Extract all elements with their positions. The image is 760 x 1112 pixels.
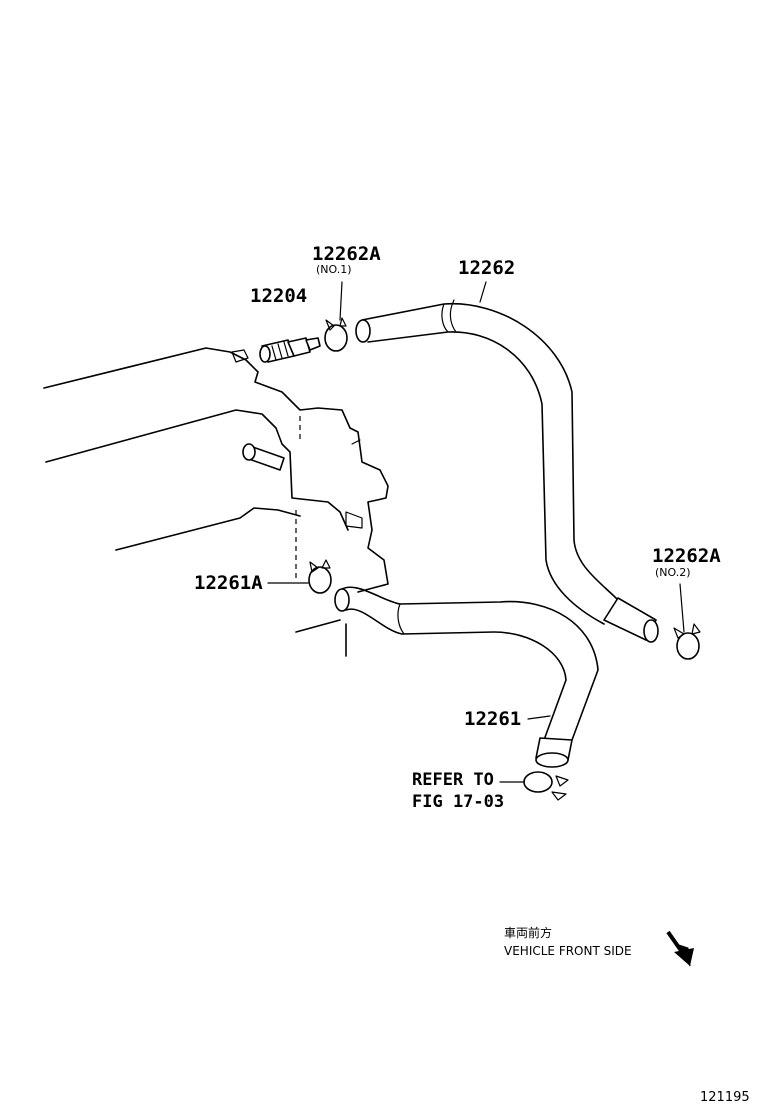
callout-12262a-no2-note: (NO.2) — [655, 566, 691, 579]
hose-clip-12261a — [267, 559, 332, 594]
vehicle-front-en: VEHICLE FRONT SIDE — [504, 944, 632, 958]
callout-12261a: 12261A — [194, 572, 263, 594]
callout-12261: 12261 — [464, 708, 522, 730]
reference-clip — [499, 771, 569, 801]
hose-clip-no1 — [324, 281, 348, 352]
callout-12262a-no1: 12262A — [312, 243, 381, 265]
refer-to-label: REFER TO — [412, 770, 494, 790]
pcv-valve — [259, 337, 321, 363]
ventilation-hose-12262 — [355, 281, 659, 643]
callout-12262a-no2: 12262A — [652, 545, 721, 567]
hose-clip-no2 — [673, 583, 701, 660]
engine-block — [43, 347, 389, 657]
vehicle-front-jp: 車両前方 — [504, 926, 553, 940]
figure-number: 121195 — [700, 1090, 750, 1105]
callout-12262: 12262 — [458, 257, 516, 279]
arrow-down-right-icon — [666, 930, 694, 967]
callout-12204: 12204 — [250, 285, 308, 307]
refer-fig-label: FIG 17-03 — [412, 792, 505, 812]
callout-12262a-no1-note: (NO.1) — [316, 263, 352, 276]
ventilation-hose-12261 — [334, 586, 599, 768]
